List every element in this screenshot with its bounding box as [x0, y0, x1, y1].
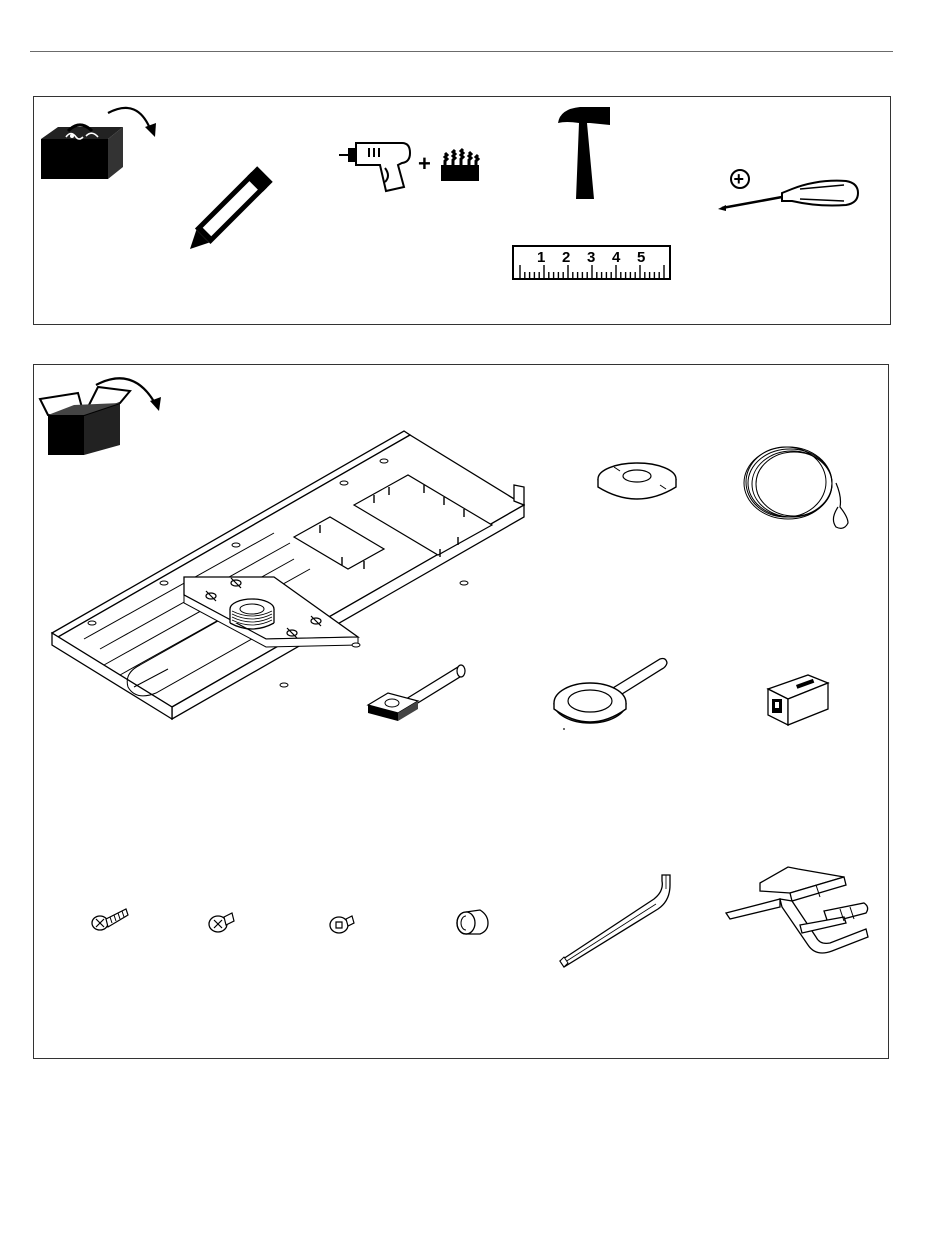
power-drill-icon	[338, 135, 418, 195]
pencil-icon	[184, 171, 270, 253]
safety-cable-icon	[740, 443, 860, 535]
spacer-sleeve-icon	[454, 907, 490, 937]
mounting-plate-icon	[44, 425, 544, 725]
ruler-number-4: 4	[612, 249, 621, 266]
phillips-screwdriver-icon: +	[718, 167, 863, 215]
phillips-symbol: +	[734, 169, 745, 189]
top-divider	[30, 51, 893, 52]
ruler-icon: 1 2 3 4 5	[512, 245, 672, 281]
hex-key-icon	[556, 871, 672, 969]
cable-clip-icon	[762, 671, 832, 729]
ruler-number-1: 1	[537, 249, 545, 266]
tools-required-panel: + 1 2 3 4 5	[33, 96, 891, 325]
hammer-icon	[554, 105, 612, 201]
short-screw-icon	[206, 909, 236, 935]
spanner-wrench-icon	[552, 655, 670, 731]
connector-bolt-icon	[366, 661, 468, 723]
ruler-number-5: 5	[637, 249, 645, 266]
plus-sign: +	[418, 151, 431, 177]
drill-bits-icon	[439, 147, 481, 183]
toolbox-icon	[38, 101, 163, 183]
long-screw-icon	[90, 905, 130, 935]
ruler-number-3: 3	[587, 249, 595, 266]
button-head-screw-icon	[328, 911, 356, 935]
spring-clip-icon	[720, 863, 870, 973]
decorative-ring-icon	[596, 461, 678, 505]
parts-included-panel	[33, 364, 889, 1059]
ruler-number-2: 2	[562, 249, 570, 266]
